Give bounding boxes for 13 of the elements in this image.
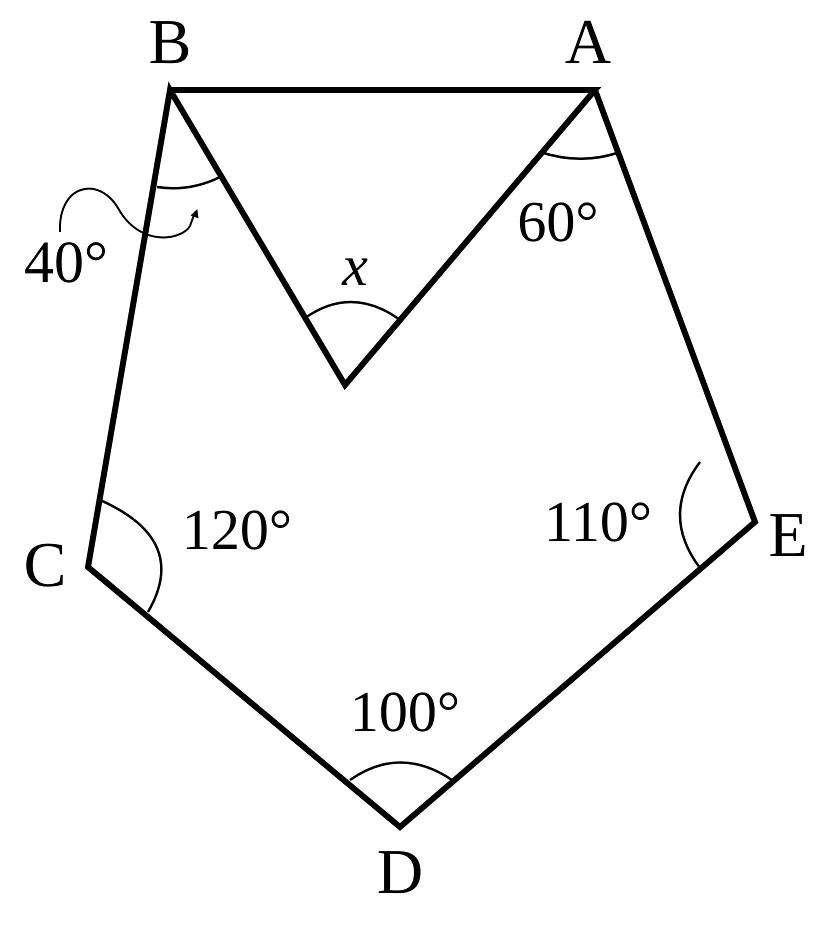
angle-label: 120° [182,501,292,559]
vertex-label: B [148,10,192,74]
vertex-label: C [24,533,66,597]
leader-line [59,188,198,238]
angle-label: 60° [517,193,599,251]
angle-arc [156,176,221,190]
angle-label: 110° [544,493,652,551]
angle-label: 40° [24,232,108,292]
angle-label: 100° [350,683,460,741]
vertex-label: E [768,503,808,567]
unknown-angle-label: x [342,237,368,295]
vertex-label: D [376,840,424,904]
vertex-label: A [564,10,612,74]
